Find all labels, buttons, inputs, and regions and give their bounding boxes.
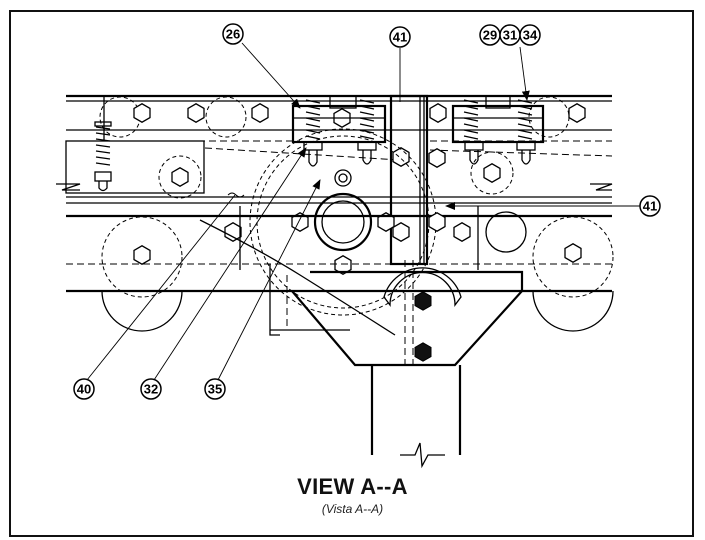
svg-text:31: 31 <box>503 28 517 43</box>
callout-29: 29 <box>479 24 501 46</box>
spring-assembly-29-31-34 <box>451 95 545 165</box>
callout-35: 35 <box>204 378 226 400</box>
support-column <box>370 365 462 469</box>
callout-40: 40 <box>73 378 95 400</box>
left-spring-bracket <box>56 96 205 194</box>
lower-rail <box>66 183 613 293</box>
svg-text:26: 26 <box>226 27 240 42</box>
svg-text:35: 35 <box>208 382 222 397</box>
view-subtitle: (Vista A--A) <box>321 502 384 516</box>
drawing-frame <box>9 10 694 537</box>
svg-text:32: 32 <box>144 382 158 397</box>
svg-text:41: 41 <box>643 199 657 214</box>
spring-assembly-26 <box>291 95 387 167</box>
view-caption: VIEW A--A (Vista A--A) <box>0 474 705 516</box>
svg-text:40: 40 <box>77 382 91 397</box>
svg-text:41: 41 <box>393 30 407 45</box>
callout-26: 26 <box>222 23 244 45</box>
lower-rollers <box>101 211 614 332</box>
view-title: VIEW A--A <box>297 474 408 499</box>
callout-31: 31 <box>499 24 521 46</box>
callout-41-top: 41 <box>389 26 411 48</box>
leader-lines <box>86 42 640 381</box>
svg-text:29: 29 <box>483 28 497 43</box>
callout-34: 34 <box>519 24 541 46</box>
callout-32: 32 <box>140 378 162 400</box>
lower-housing <box>199 206 524 370</box>
svg-text:34: 34 <box>523 28 538 43</box>
callout-41-right: 41 <box>639 195 661 217</box>
upper-rollers <box>99 96 570 199</box>
